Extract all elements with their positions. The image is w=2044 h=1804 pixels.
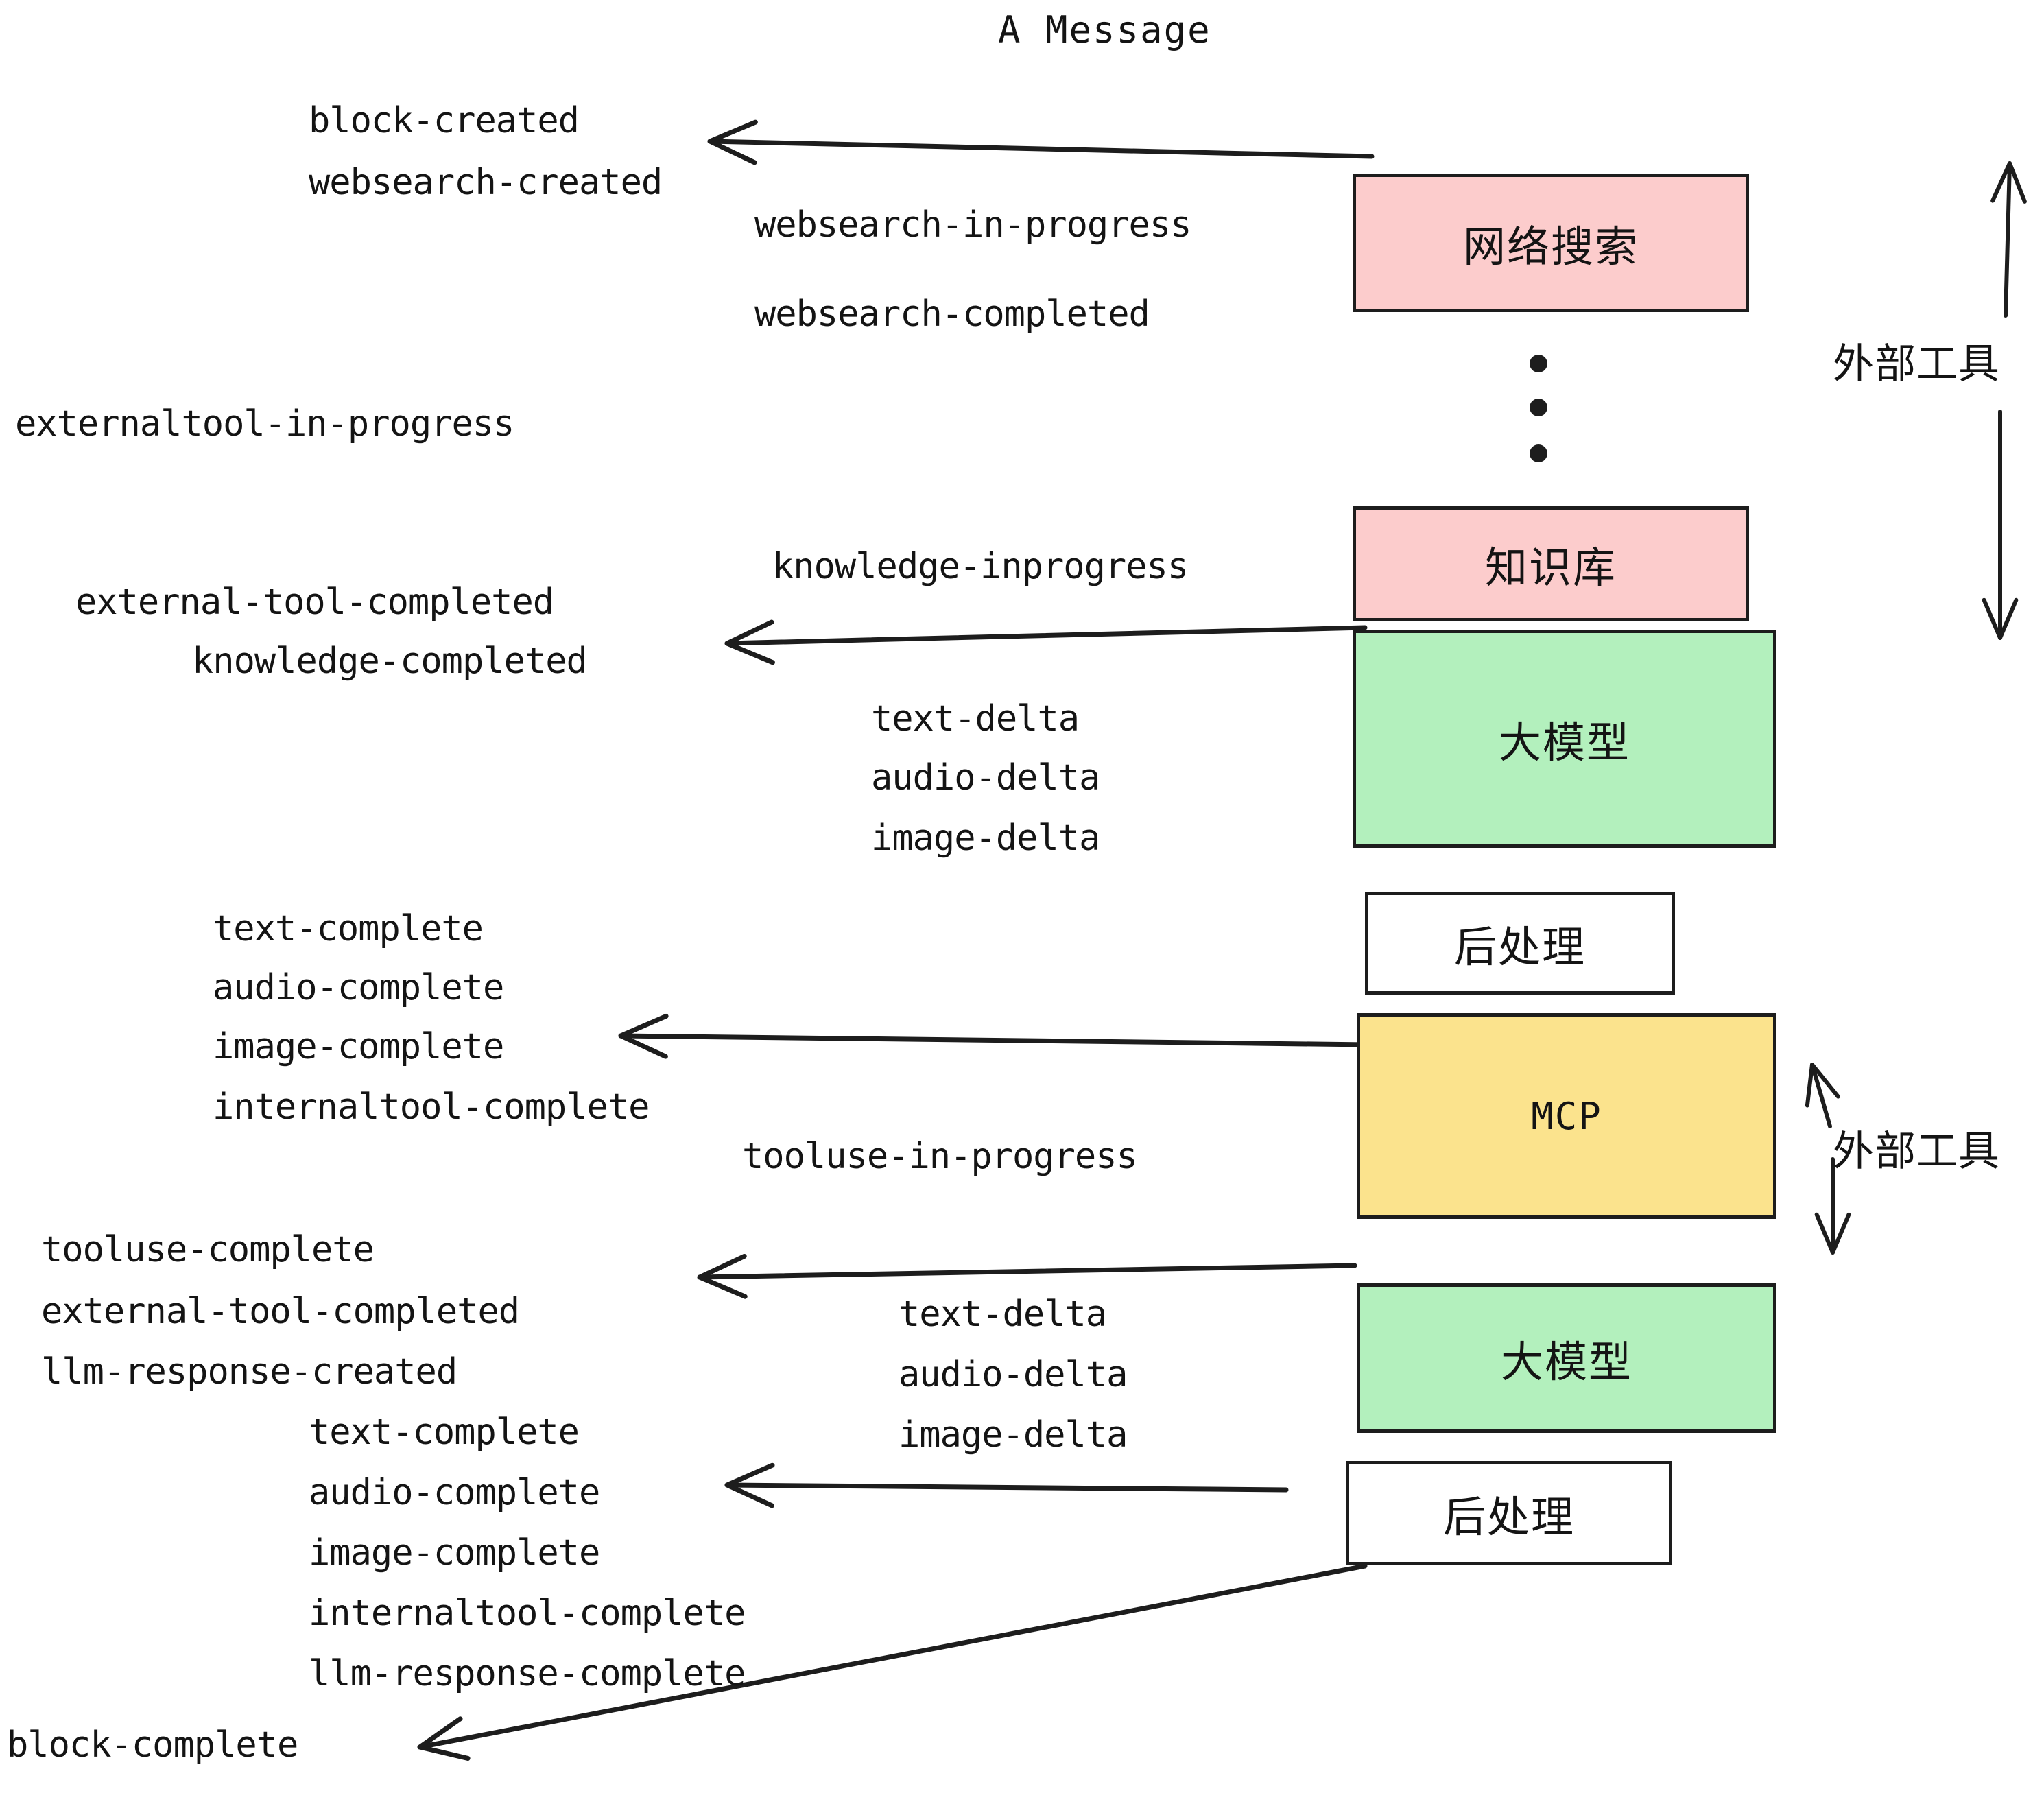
node-box-label: 大模型 bbox=[1498, 717, 1630, 768]
event-label-audio-complete-2: audio-complete bbox=[309, 1472, 600, 1513]
arrow-head-arrow-websearch-to-created bbox=[707, 119, 758, 165]
event-label-block-created: block-created bbox=[309, 100, 580, 141]
node-box-llm-second[interactable]: 大模型 bbox=[1357, 1283, 1776, 1433]
page-title: A Message bbox=[998, 8, 1211, 51]
ellipsis-dot-3 bbox=[1530, 444, 1547, 462]
event-label-block-complete: block-complete bbox=[7, 1724, 298, 1766]
event-label-external-tool-completed-2: external-tool-completed bbox=[41, 1291, 520, 1332]
arrow-line-arrow-websearch-to-created bbox=[707, 139, 1375, 159]
arrow-line-arrow-llm-to-image-complete bbox=[618, 1033, 1371, 1047]
arrow-head-arrow-llm2-to-audio bbox=[724, 1462, 775, 1508]
range-line-mcp-tool-range-up bbox=[1810, 1063, 1832, 1128]
event-label-websearch-created: websearch-created bbox=[309, 162, 663, 203]
event-label-websearch-in-progress: websearch-in-progress bbox=[754, 204, 1191, 246]
arrow-head-arrow-mcp-to-tooluse bbox=[697, 1253, 748, 1299]
side-label-external-tool-bottom: 外部工具 bbox=[1833, 1128, 2000, 1176]
range-head-external-tool-range-down bbox=[1982, 597, 2019, 640]
event-label-image-delta-2: image-delta bbox=[899, 1414, 1128, 1456]
range-head-mcp-tool-range-down bbox=[1814, 1212, 1851, 1255]
event-label-external-tool-completed-1: external-tool-completed bbox=[75, 582, 554, 623]
event-label-knowledge-completed: knowledge-completed bbox=[192, 641, 588, 682]
arrow-line-arrow-post-to-block bbox=[417, 1563, 1368, 1750]
node-box-websearch[interactable]: 网络搜索 bbox=[1353, 174, 1749, 312]
range-line-external-tool-range-up bbox=[2004, 161, 2012, 318]
event-label-audio-complete-1: audio-complete bbox=[213, 967, 504, 1008]
node-box-label: 大模型 bbox=[1500, 1337, 1632, 1387]
event-label-internaltool-complete-1: internaltool-complete bbox=[213, 1087, 650, 1128]
event-label-audio-delta-1: audio-delta bbox=[871, 757, 1100, 798]
range-head-mcp-tool-range-up bbox=[1805, 1063, 1840, 1108]
event-label-image-delta-1: image-delta bbox=[871, 818, 1100, 859]
event-label-text-delta-2: text-delta bbox=[899, 1294, 1107, 1335]
side-label-external-tool-top: 外部工具 bbox=[1833, 340, 2000, 388]
ellipsis-dot-2 bbox=[1530, 399, 1547, 416]
ellipsis-dot-1 bbox=[1530, 355, 1547, 372]
arrow-line-arrow-mcp-to-tooluse bbox=[697, 1263, 1357, 1280]
event-label-tooluse-in-progress: tooluse-in-progress bbox=[742, 1136, 1138, 1177]
node-box-post-second[interactable]: 后处理 bbox=[1346, 1461, 1672, 1565]
event-label-llm-response-complete: llm-response-complete bbox=[309, 1653, 746, 1694]
event-label-llm-response-created: llm-response-created bbox=[41, 1351, 457, 1392]
event-label-knowledge-inprogress: knowledge-inprogress bbox=[772, 546, 1189, 587]
range-head-external-tool-range-up bbox=[1990, 161, 2027, 204]
arrow-head-arrow-post-to-block bbox=[417, 1716, 471, 1761]
node-box-label: 网络搜索 bbox=[1462, 222, 1639, 272]
arrow-line-arrow-llm2-to-audio bbox=[724, 1482, 1289, 1493]
event-label-websearch-completed: websearch-completed bbox=[754, 294, 1150, 335]
node-box-label: 知识库 bbox=[1484, 543, 1617, 593]
event-label-text-complete-2: text-complete bbox=[309, 1412, 580, 1453]
node-box-llm-first[interactable]: 大模型 bbox=[1353, 630, 1776, 848]
event-label-audio-delta-2: audio-delta bbox=[899, 1354, 1128, 1395]
arrow-head-arrow-llm-to-image-complete bbox=[618, 1013, 669, 1059]
node-box-label: MCP bbox=[1531, 1094, 1602, 1138]
event-label-image-complete-1: image-complete bbox=[213, 1026, 504, 1067]
node-box-label: 后处理 bbox=[1453, 922, 1586, 972]
event-label-externaltool-in-progress: externaltool-in-progress bbox=[15, 403, 514, 444]
node-box-label: 后处理 bbox=[1442, 1492, 1575, 1542]
node-box-mcp[interactable]: MCP bbox=[1357, 1013, 1776, 1219]
event-label-text-complete-1: text-complete bbox=[213, 908, 484, 949]
node-box-knowledge[interactable]: 知识库 bbox=[1353, 506, 1749, 621]
event-label-tooluse-complete: tooluse-complete bbox=[41, 1229, 375, 1270]
node-box-post-first[interactable]: 后处理 bbox=[1365, 892, 1675, 995]
event-label-internaltool-complete-2: internaltool-complete bbox=[309, 1593, 746, 1634]
event-label-text-delta-1: text-delta bbox=[871, 698, 1080, 739]
arrow-line-arrow-knowledge-to-completed bbox=[724, 625, 1368, 646]
event-label-image-complete-2: image-complete bbox=[309, 1532, 600, 1574]
arrow-head-arrow-knowledge-to-completed bbox=[724, 619, 775, 665]
